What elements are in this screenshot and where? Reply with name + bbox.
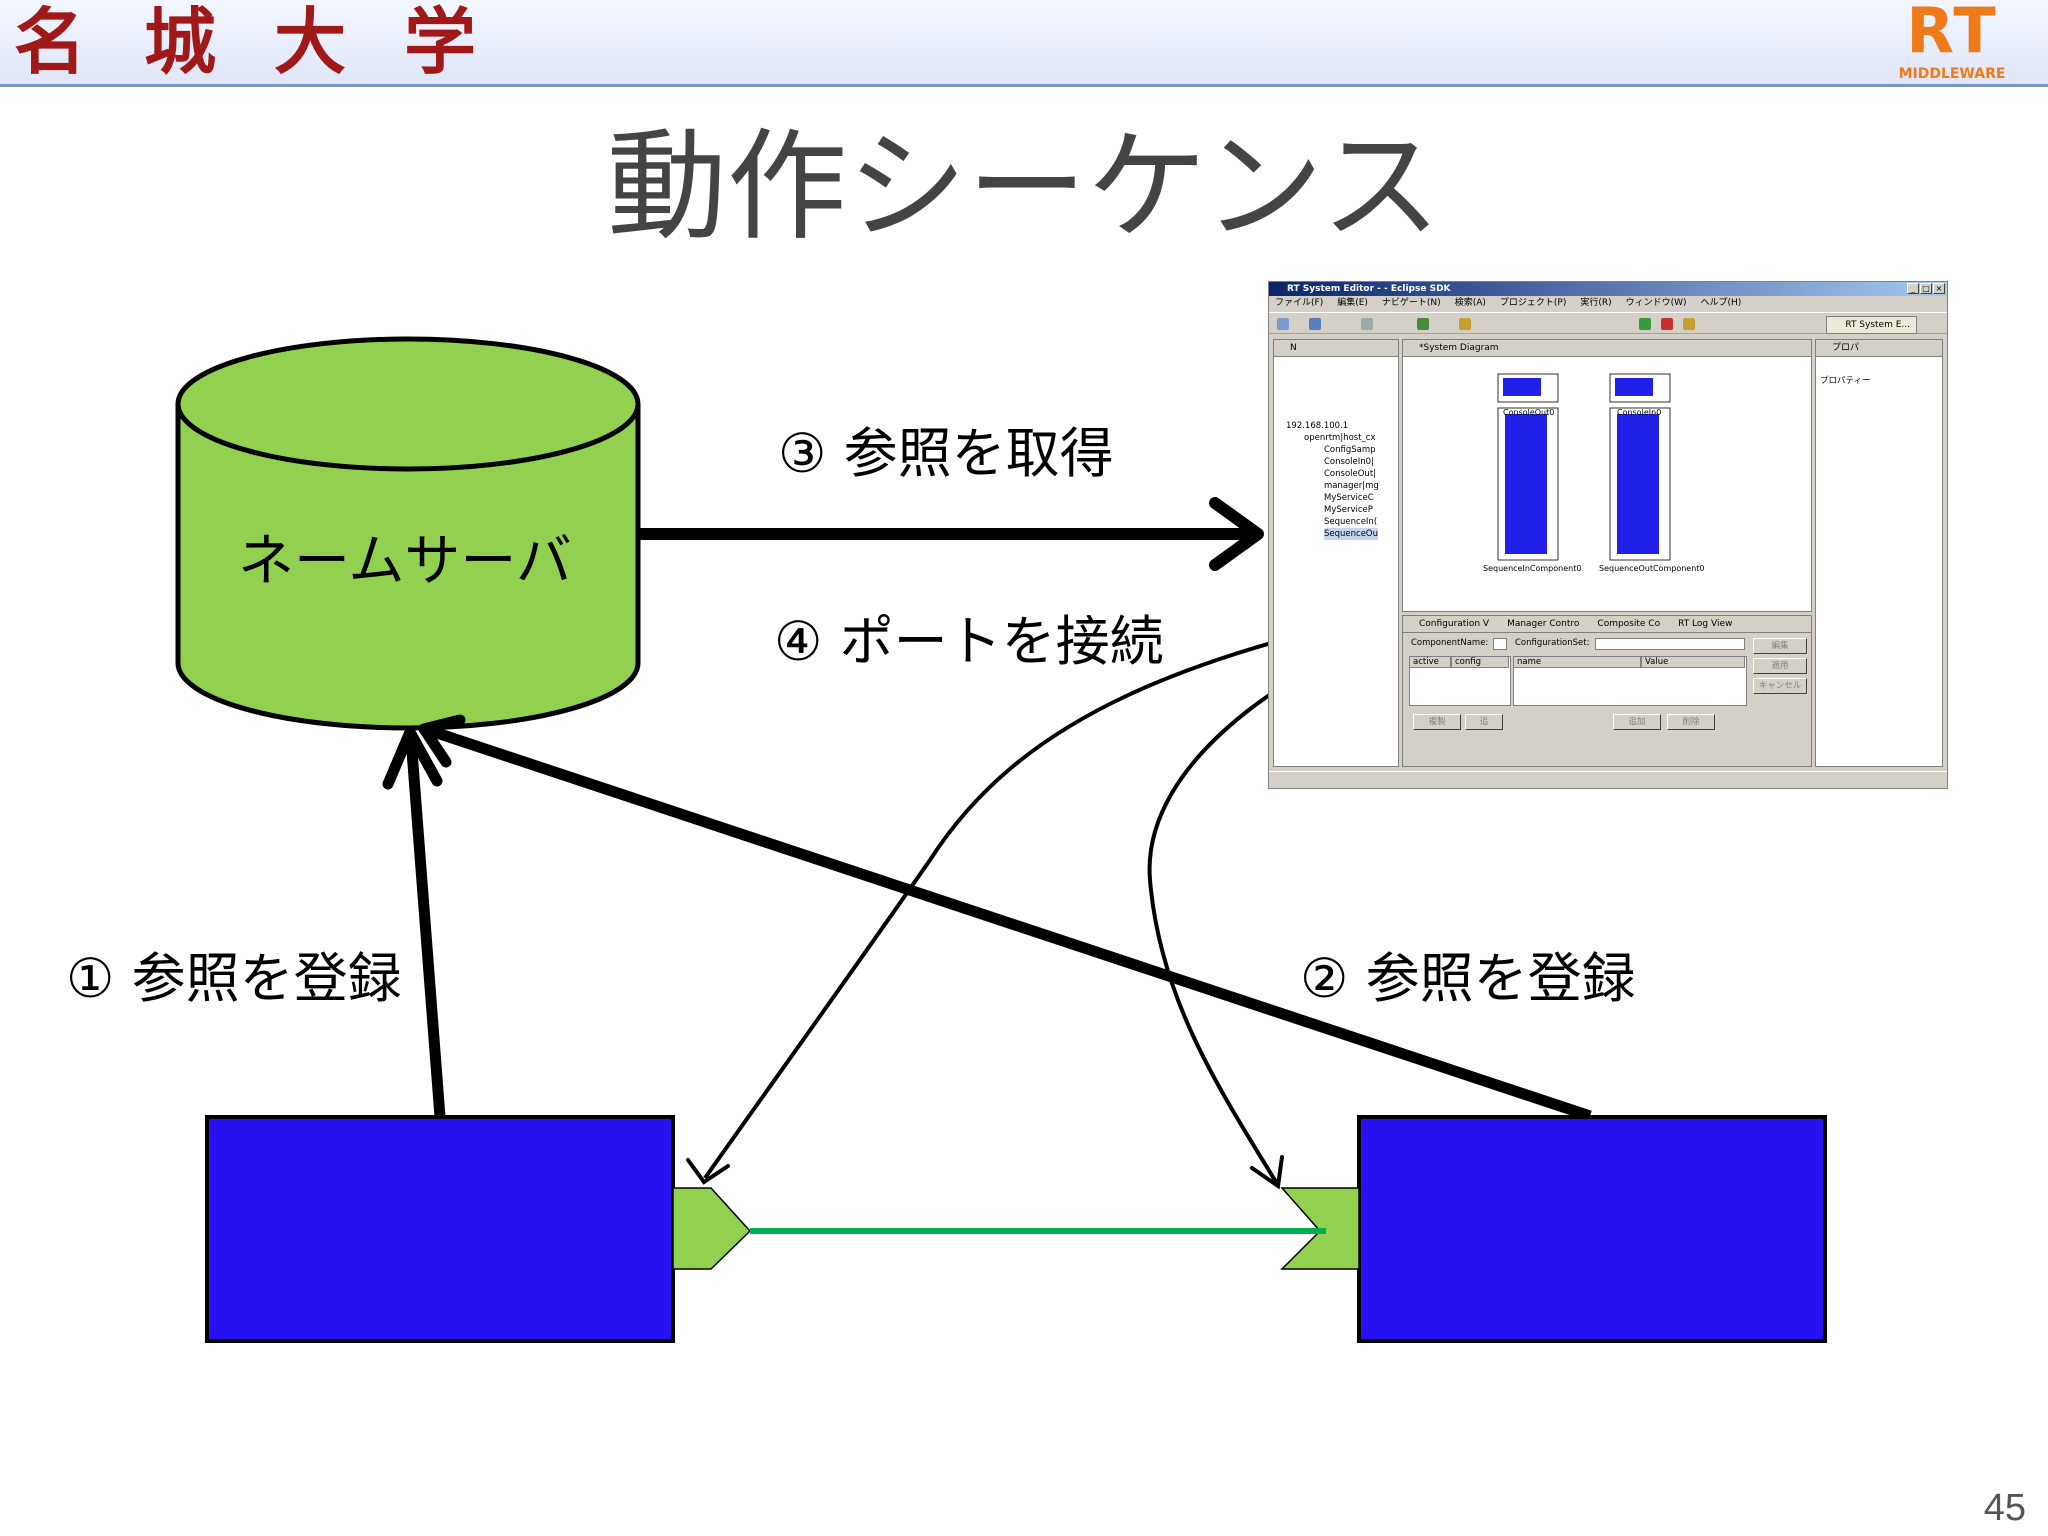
diagram-canvas [1497, 373, 1671, 561]
menu-window[interactable]: ウィンドウ(W) [1625, 298, 1687, 308]
connect-curve-left-head [686, 1158, 730, 1185]
eclipse-window-buttons: _ □ × [1907, 283, 1945, 294]
logo-char: 城 [144, 0, 217, 84]
name-service-tab[interactable]: N [1274, 340, 1398, 357]
configuration-view: Configuration V Manager Contro Composite… [1402, 615, 1812, 767]
properties-header: プロパティー [1820, 376, 1871, 386]
arrow-step1 [405, 737, 446, 1118]
tool-icon[interactable] [1361, 318, 1373, 330]
step1-label: ① 参照を登録 [66, 947, 402, 1010]
tool-icon[interactable] [1661, 318, 1673, 330]
col-name[interactable]: name [1513, 656, 1641, 668]
eclipse-menubar: ファイル(F) 編集(E) ナビゲート(N) 検索(A) プロジェクト(P) 実… [1269, 296, 1947, 310]
component-label: SequenceOutComponent0 [1599, 564, 1705, 573]
component-name-label: ComponentName: [1411, 638, 1489, 648]
component-name-field[interactable] [1493, 638, 1507, 650]
tab-composite[interactable]: Composite Co [1597, 619, 1661, 629]
arrow-step2-head [418, 714, 466, 768]
tree-item[interactable]: MyServiceP [1324, 505, 1373, 515]
tab-rt-log-view[interactable]: RT Log View [1678, 619, 1733, 629]
col-active[interactable]: active [1409, 656, 1451, 668]
name-server-cylinder [175, 336, 641, 731]
eclipse-toolbar: RT System E... [1269, 312, 1947, 334]
tree-item[interactable]: ConfigSamp [1324, 445, 1376, 455]
menu-file[interactable]: ファイル(F) [1275, 298, 1324, 308]
new-icon[interactable] [1277, 318, 1289, 330]
step4-label: ④ ポートを接続 [774, 610, 1164, 673]
connect-curve-right-head [1250, 1155, 1284, 1190]
connect-curve-left [703, 592, 1489, 1180]
logo-char: 大 [274, 0, 347, 84]
menu-search[interactable]: 検索(A) [1454, 298, 1486, 308]
tree-item[interactable]: SequenceOu [1324, 528, 1379, 540]
menu-help[interactable]: ヘルプ(H) [1700, 298, 1742, 308]
delete-button[interactable]: 削除 [1667, 714, 1715, 730]
arrow-step2 [426, 724, 1592, 1122]
tree-item[interactable]: MyServiceC [1324, 493, 1374, 503]
step2-label: ② 参照を登録 [1300, 947, 1636, 1010]
step3-label: ③ 参照を取得 [778, 422, 1114, 485]
properties-view: プロパ プロパティー [1815, 339, 1943, 767]
university-logo: 名 城 大 学 [14, 2, 476, 82]
menu-run[interactable]: 実行(R) [1580, 298, 1612, 308]
arrow-step3-head [1209, 497, 1264, 571]
menu-project[interactable]: プロジェクト(P) [1499, 298, 1567, 308]
menu-navigate[interactable]: ナビゲート(N) [1381, 298, 1441, 308]
copy-button[interactable]: 複製 [1413, 714, 1461, 730]
system-diagram-tab[interactable]: *System Diagram [1403, 340, 1811, 357]
save-icon[interactable] [1309, 318, 1321, 330]
arrow-step1-head [382, 726, 443, 790]
rt-component-left [205, 1115, 675, 1343]
slide-title: 動作シーケンス [607, 118, 1441, 257]
minimize-icon[interactable]: _ [1907, 283, 1919, 294]
tree-host[interactable]: openrtm|host_cx [1304, 433, 1376, 443]
name-server-label: ネームサーバ [238, 529, 572, 594]
bottom-tabs: Configuration V Manager Contro Composite… [1403, 616, 1811, 633]
edit-button[interactable]: 編集 [1753, 638, 1807, 654]
rt-logo-subtext: MIDDLEWARE [1898, 66, 2006, 82]
tree-root[interactable]: 192.168.100.1 [1286, 421, 1349, 431]
col-config[interactable]: config [1451, 656, 1509, 668]
component-label: ConsoleIn0 [1617, 408, 1662, 417]
logo-char: 学 [404, 0, 477, 84]
name-service-view: N 192.168.100.1 openrtm|host_cx ConfigSa… [1273, 339, 1399, 767]
component-label: ConsoleOut0 [1503, 408, 1555, 417]
tool-icon[interactable] [1639, 318, 1651, 330]
maximize-icon[interactable]: □ [1920, 283, 1932, 294]
configuration-set-field[interactable] [1595, 638, 1745, 650]
tab-configuration[interactable]: Configuration V [1419, 619, 1490, 629]
add-set-button[interactable]: 追 [1465, 714, 1503, 730]
search-icon[interactable] [1417, 318, 1429, 330]
close-icon[interactable]: × [1933, 283, 1945, 294]
component-label: SequenceInComponent0 [1483, 564, 1582, 573]
eclipse-titlebar: RT System Editor - - Eclipse SDK [1269, 282, 1947, 296]
rt-system-editor-screenshot: RT System Editor - - Eclipse SDK _ □ × フ… [1268, 281, 1948, 789]
configuration-set-label: ConfigurationSet: [1515, 638, 1590, 648]
tool-icon[interactable] [1459, 318, 1471, 330]
apply-button[interactable]: 適用 [1753, 658, 1807, 674]
header-bar: 名 城 大 学 RT MIDDLEWARE [0, 0, 2048, 87]
rt-logo-mark: RT [1906, 0, 1998, 67]
tree-item[interactable]: SequenceIn( [1324, 517, 1378, 527]
tree-item[interactable]: ConsoleOut| [1324, 469, 1377, 479]
eclipse-statusbar [1269, 771, 1947, 788]
add-button[interactable]: 追加 [1613, 714, 1661, 730]
system-diagram-editor: *System Diagram ConsoleOut0 ConsoleIn0 S… [1402, 339, 1812, 612]
properties-tab[interactable]: プロパ [1816, 340, 1942, 357]
tree-item[interactable]: manager|mg [1324, 481, 1379, 491]
menu-edit[interactable]: 編集(E) [1337, 298, 1368, 308]
tree-item[interactable]: ConsoleIn0| [1324, 457, 1374, 467]
rt-component-right [1357, 1115, 1827, 1343]
col-value[interactable]: Value [1641, 656, 1745, 668]
page-number: 45 [1983, 1487, 2026, 1529]
tab-manager-control[interactable]: Manager Contro [1507, 619, 1580, 629]
cancel-button[interactable]: キャンセル [1753, 678, 1807, 694]
logo-char: 名 [14, 0, 87, 84]
out-port [672, 1187, 752, 1270]
rt-middleware-logo: RT MIDDLEWARE [1882, 0, 2022, 84]
tool-icon[interactable] [1683, 318, 1695, 330]
perspective-button[interactable]: RT System E... [1826, 316, 1917, 334]
